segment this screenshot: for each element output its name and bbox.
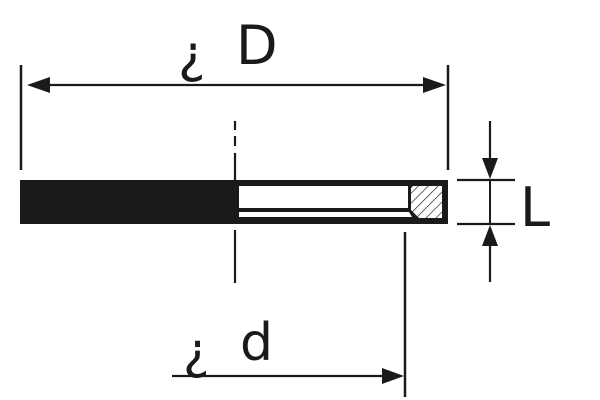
- arrowhead-L-down-icon: [482, 158, 498, 179]
- inner-diameter-label: d: [240, 313, 273, 373]
- solid-half-view: [20, 180, 238, 224]
- outer-diameter-label: D: [236, 14, 278, 77]
- hatch-fill: [411, 186, 442, 218]
- inner-diameter-dimension: ¿ d: [172, 232, 407, 397]
- inner-bore-lower: [239, 212, 412, 217]
- arrowhead-d-icon: [382, 368, 404, 384]
- arrowhead-left-icon: [27, 77, 50, 93]
- inner-diameter-symbol: ¿: [183, 322, 210, 380]
- ring-section: [20, 180, 448, 224]
- outer-diameter-dimension: ¿ D: [19, 14, 450, 170]
- thickness-label: L: [520, 176, 550, 239]
- thickness-dimension: L: [457, 121, 550, 282]
- inner-bore-upper: [239, 186, 408, 208]
- outer-diameter-symbol: ¿: [178, 25, 206, 85]
- arrowhead-L-up-icon: [482, 225, 498, 246]
- arrowhead-right-icon: [423, 77, 446, 93]
